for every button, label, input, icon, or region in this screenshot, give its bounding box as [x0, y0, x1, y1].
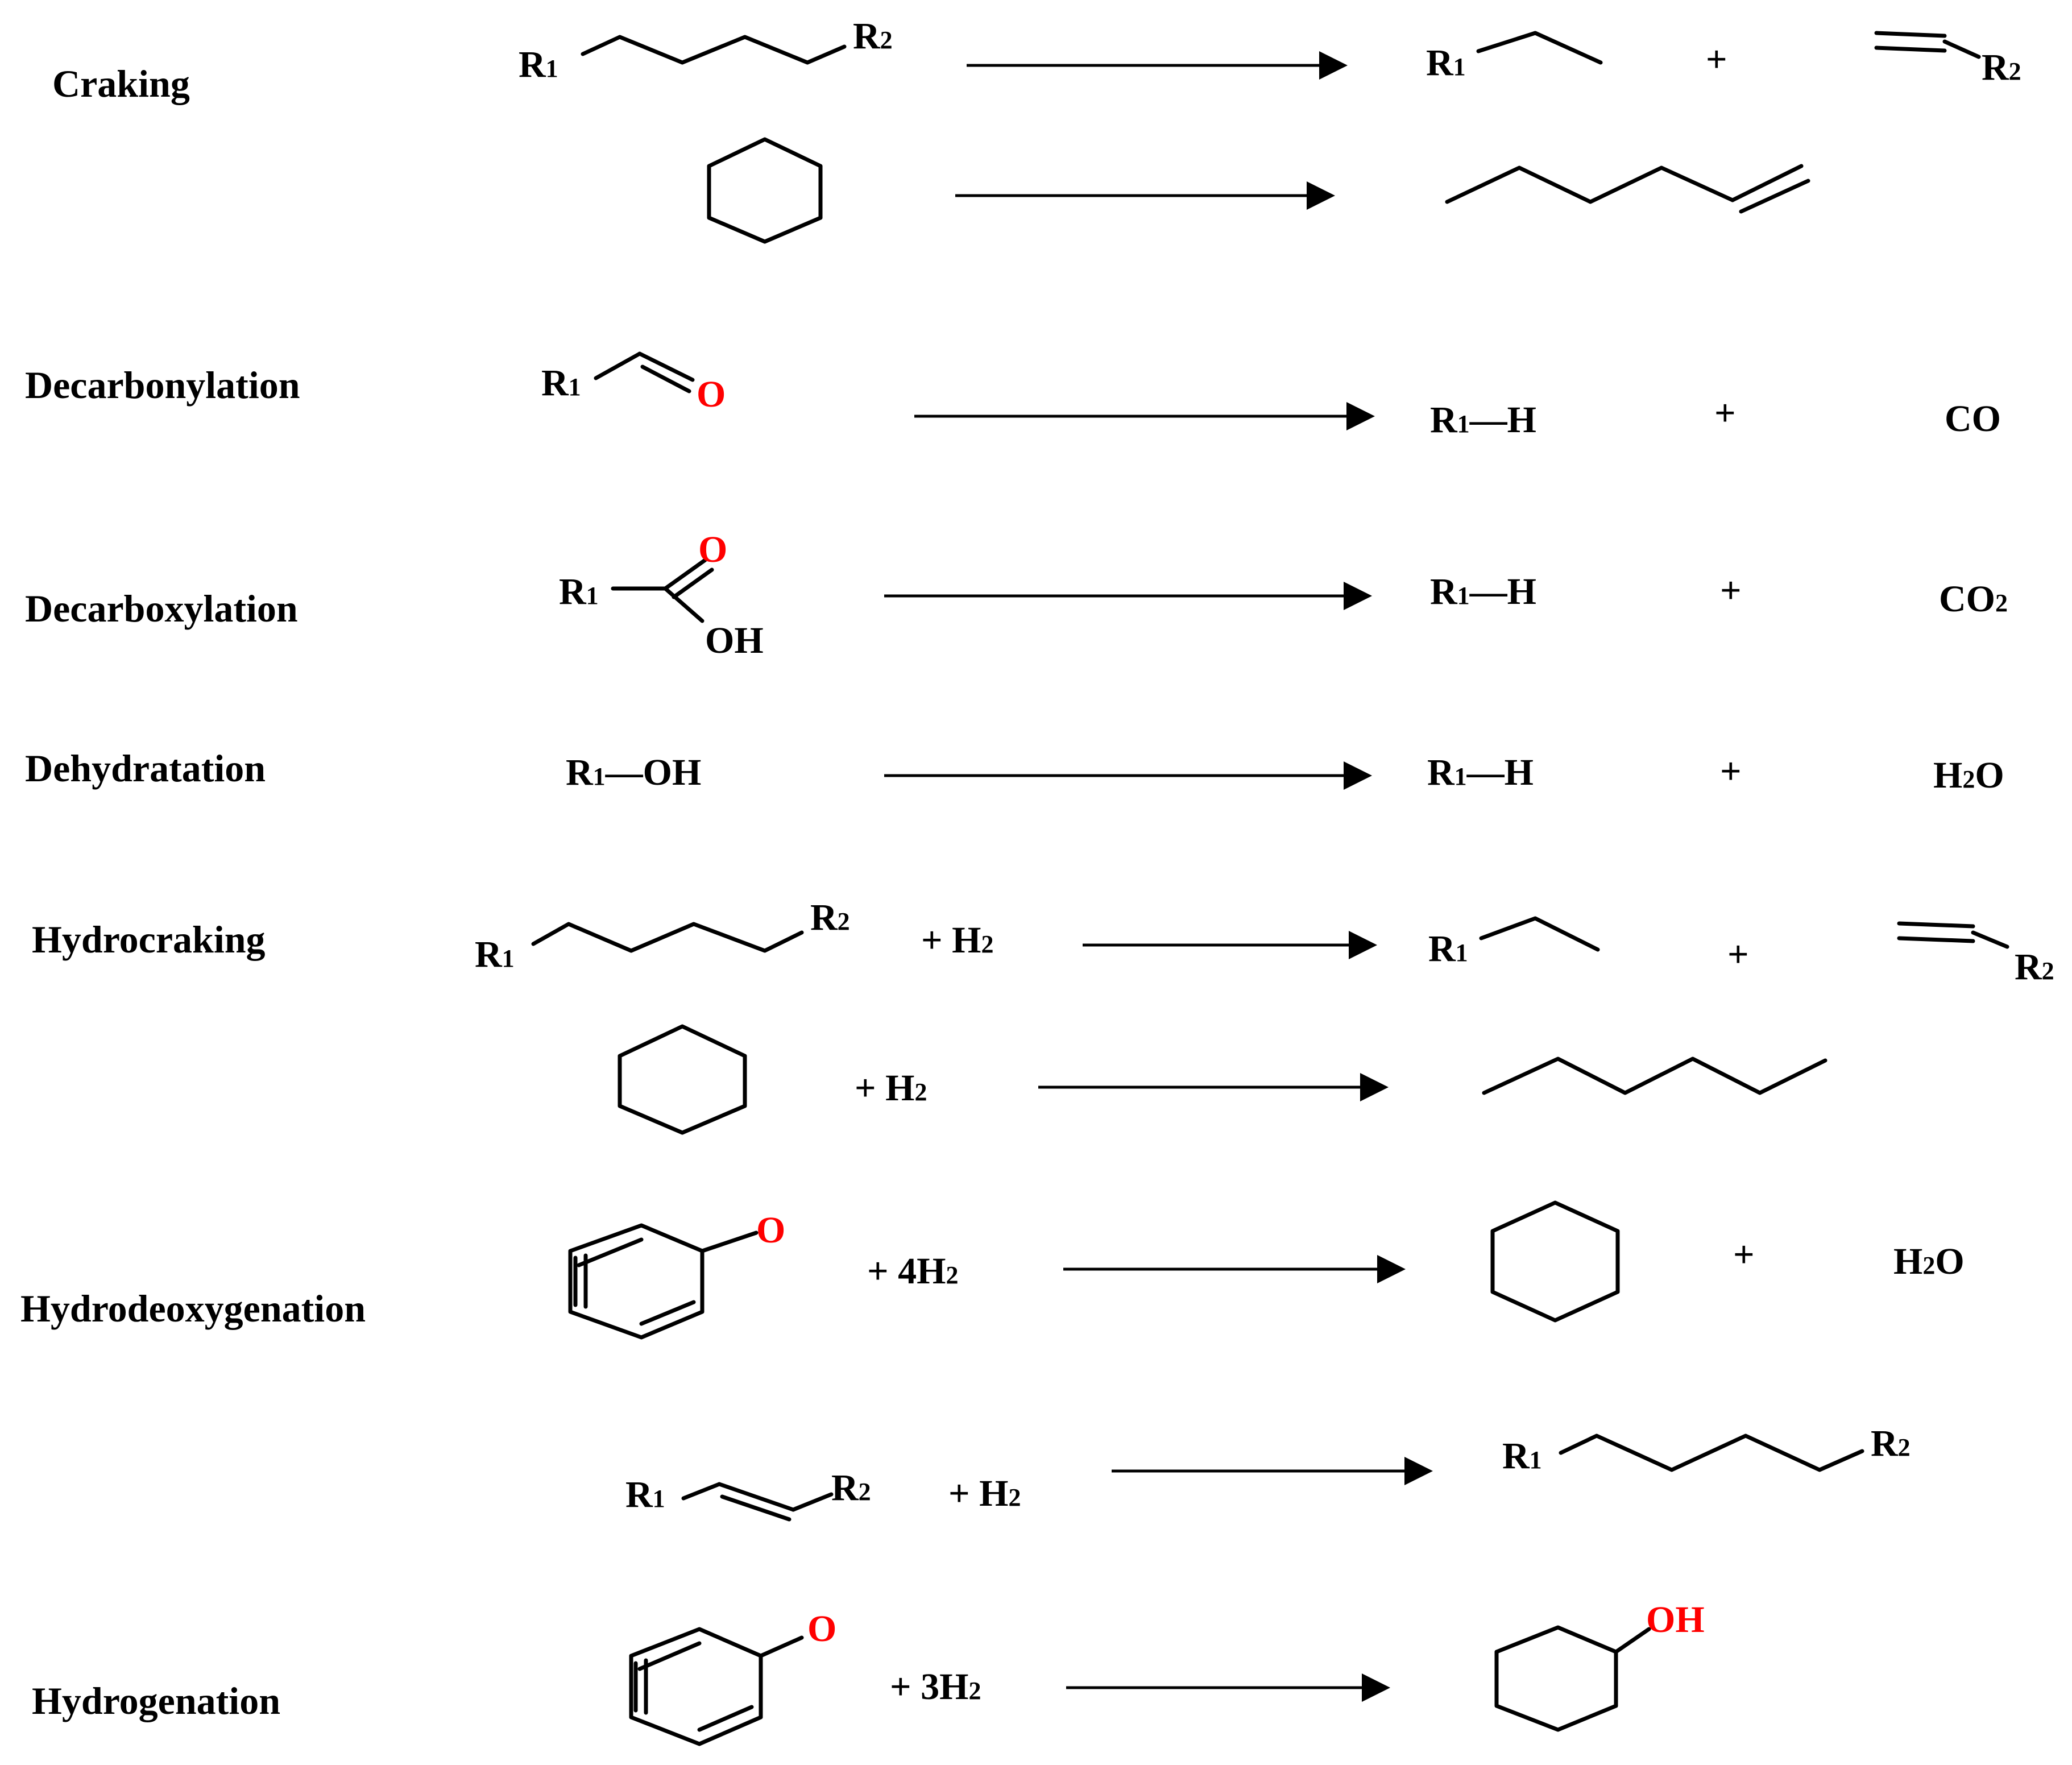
- carbon-monoxide: CO: [1945, 398, 2001, 440]
- svg-text:R2: R2: [2015, 946, 2054, 988]
- reaction-name-hydrocraking: Hydrocraking: [32, 918, 266, 961]
- arrow: [1112, 1457, 1433, 1485]
- plus-h2: + H2: [948, 1473, 1021, 1514]
- svg-text:R1: R1: [519, 44, 558, 85]
- plus-sign: +: [1706, 39, 1727, 80]
- plus-4h2: + 4H2: [867, 1250, 958, 1292]
- arrow: [914, 402, 1375, 430]
- arrow: [1063, 1255, 1406, 1283]
- svg-text:R2: R2: [810, 897, 850, 938]
- alcohol-reactant: R1—OH: [566, 752, 701, 793]
- svg-text:R2: R2: [1871, 1423, 1911, 1464]
- svg-text:R2: R2: [1982, 47, 2021, 88]
- plus-sign: +: [1727, 934, 1749, 975]
- arrow: [884, 761, 1372, 790]
- reaction-name-hydrodeoxygenation: Hydrodeoxygenation: [20, 1287, 366, 1330]
- cyclohexane-ring: [618, 1024, 747, 1135]
- phenol-reactant: O: [568, 1209, 785, 1340]
- svg-text:R1: R1: [541, 362, 581, 404]
- reaction-name-hydrogenation: Hydrogenation: [32, 1679, 280, 1722]
- hydrocraking-reactant-chain: R1 R2: [475, 897, 850, 975]
- water: H2O: [1933, 755, 2004, 796]
- reaction-name-decarbonylation: Decarbonylation: [25, 363, 300, 407]
- plus-3h2: + 3H2: [890, 1666, 981, 1708]
- hydrocraking-product-alkane: R1: [1428, 916, 1600, 969]
- product-r1h: R1—H: [1430, 399, 1536, 441]
- svg-text:O: O: [807, 1608, 836, 1650]
- arrow: [1083, 931, 1377, 959]
- svg-text:OH: OH: [1646, 1599, 1705, 1640]
- phenol-reactant: O: [629, 1608, 836, 1746]
- arrow: [1038, 1073, 1389, 1101]
- plus-h2: + H2: [921, 919, 993, 961]
- svg-text:R2: R2: [831, 1467, 871, 1509]
- product-r1h: R1—H: [1430, 571, 1536, 612]
- hexane-chain: [1482, 1056, 1827, 1095]
- carboxylic-acid-reactant: R1 O OH: [559, 529, 764, 661]
- plus-sign: +: [1733, 1234, 1755, 1275]
- cyclohexane-ring: [707, 137, 823, 244]
- plus-sign: +: [1714, 392, 1736, 434]
- cyclohexanol-product: OH: [1494, 1599, 1705, 1732]
- product-r1h: R1—H: [1427, 752, 1534, 793]
- arrow: [967, 51, 1348, 80]
- svg-text:O: O: [698, 529, 727, 570]
- arrow: [884, 582, 1372, 610]
- svg-text:R1: R1: [475, 934, 515, 975]
- svg-text:OH: OH: [705, 620, 764, 661]
- craking-product-alkene: R2: [1874, 31, 2021, 88]
- reaction-name-dehydratation: Dehydratation: [25, 747, 266, 790]
- cyclohexane-ring: [1490, 1200, 1620, 1323]
- hexene-chain: [1445, 164, 1810, 214]
- svg-text:R1: R1: [625, 1474, 665, 1515]
- svg-text:O: O: [756, 1209, 785, 1251]
- svg-text:R1: R1: [1428, 928, 1468, 969]
- aldehyde-reactant: R1 O: [541, 351, 726, 415]
- svg-text:R2: R2: [853, 15, 893, 57]
- craking-product-alkane: R1: [1426, 31, 1603, 84]
- svg-text:R1: R1: [1426, 42, 1466, 84]
- svg-text:R1: R1: [559, 571, 599, 612]
- plus-sign: +: [1720, 751, 1742, 792]
- arrow: [1066, 1673, 1390, 1702]
- water: H2O: [1893, 1241, 1965, 1282]
- svg-text:O: O: [697, 374, 726, 415]
- plus-sign: +: [1720, 570, 1742, 611]
- arrow: [955, 181, 1335, 210]
- alkene-reactant: R1 R2: [625, 1467, 871, 1522]
- svg-text:R1: R1: [1502, 1435, 1542, 1477]
- reaction-name-decarboxylation: Decarboxylation: [25, 587, 298, 630]
- carbon-dioxide: CO2: [1939, 578, 2008, 620]
- craking-reactant-chain: R1 R2: [519, 15, 893, 85]
- reaction-name-craking: Craking: [52, 62, 190, 105]
- alkane-product-chain: R1 R2: [1502, 1423, 1911, 1477]
- reaction-arrows: [884, 51, 1433, 1702]
- hydrocraking-product-alkene: R2: [1897, 921, 2054, 988]
- plus-h2: + H2: [855, 1067, 927, 1109]
